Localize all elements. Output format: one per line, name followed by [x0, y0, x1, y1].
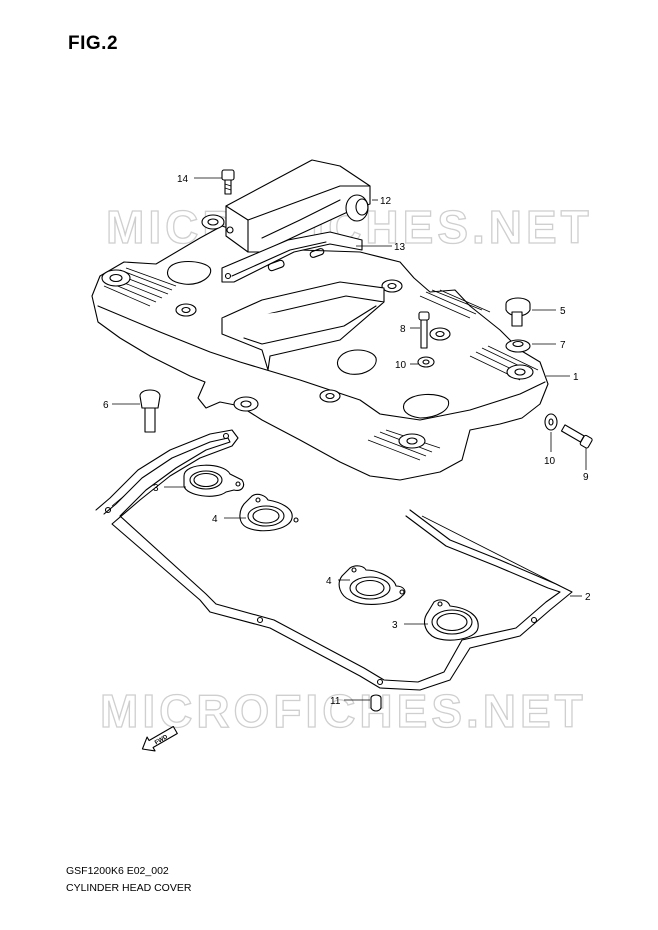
callout-7: 7 [560, 340, 566, 351]
callout-13: 13 [394, 242, 406, 253]
plug-gasket-4-lower [338, 565, 406, 605]
callout-2: 2 [585, 592, 591, 603]
figure-name: CYLINDER HEAD COVER [66, 882, 192, 894]
callout-1: 1 [573, 372, 579, 383]
grommet-7 [505, 339, 531, 353]
callout-4-lower: 4 [326, 576, 332, 587]
washer-10-upper [417, 356, 435, 368]
plug-gasket-3-upper [183, 464, 245, 497]
plug-gasket-4-upper [239, 493, 299, 532]
bolt-14 [221, 169, 235, 195]
callout-14: 14 [177, 174, 189, 185]
callout-10-right: 10 [544, 456, 556, 467]
callout-4-upper: 4 [212, 514, 218, 525]
bolt-9 [560, 424, 593, 449]
cylinder-head-cover [91, 214, 549, 481]
washer-10-right [544, 413, 558, 431]
callout-10-upper: 10 [395, 360, 407, 371]
plug-gasket-3-lower [423, 599, 479, 641]
leader-lines [112, 177, 587, 701]
callout-9: 9 [583, 472, 589, 483]
breather-gasket [221, 231, 363, 283]
dowel-pin-11 [370, 694, 382, 712]
watermark-bottom: MICROFICHES.NET [100, 685, 587, 737]
callout-3-upper: 3 [153, 483, 159, 494]
callout-3-lower: 3 [392, 620, 398, 631]
figure-code: GSF1200K6 E02_002 [66, 865, 169, 877]
breather-cover [225, 159, 371, 253]
callout-8: 8 [400, 324, 406, 335]
figure-title: FIG.2 [68, 33, 119, 54]
callout-5: 5 [560, 306, 566, 317]
callout-11: 11 [330, 696, 341, 707]
bolt-6 [139, 389, 161, 433]
bolt-8 [418, 311, 430, 349]
cap-bolt-5 [505, 297, 531, 327]
callout-12: 12 [380, 196, 392, 207]
callout-6: 6 [103, 400, 109, 411]
cover-gasket [95, 429, 573, 691]
